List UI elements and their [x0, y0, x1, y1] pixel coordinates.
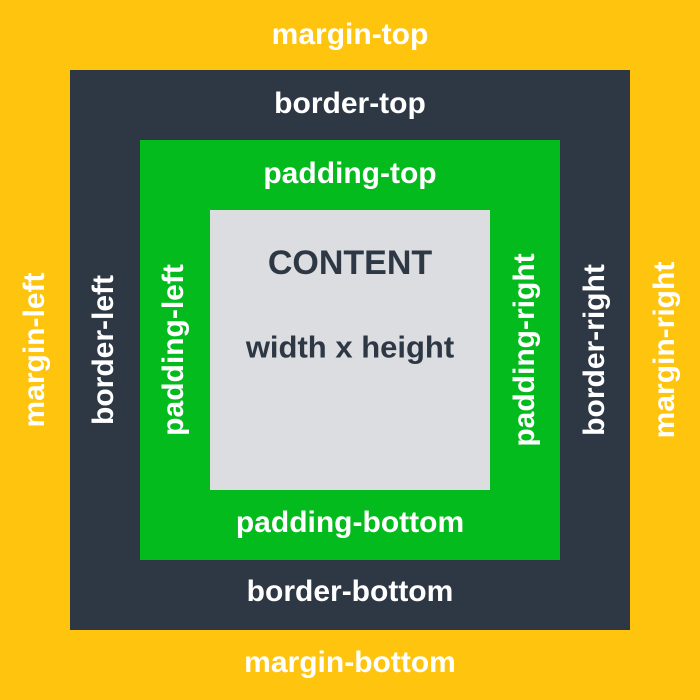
content-box — [210, 210, 490, 490]
margin-bottom-label: margin-bottom — [244, 646, 456, 679]
border-bottom-label: border-bottom — [246, 575, 454, 608]
content-title: CONTENT — [267, 244, 433, 282]
margin-left-label: margin-left — [18, 272, 51, 428]
padding-box — [140, 140, 560, 560]
padding-left-label: padding-left — [157, 264, 190, 436]
margin-right-label: margin-right — [648, 261, 681, 439]
border-left-label: border-left — [87, 275, 120, 425]
border-box — [70, 70, 630, 630]
border-top-label: border-top — [274, 87, 426, 120]
padding-top-label: padding-top — [263, 157, 437, 190]
border-right-label: border-right — [578, 264, 611, 436]
padding-right-label: padding-right — [508, 253, 541, 447]
margin-top-label: margin-top — [271, 18, 429, 51]
padding-bottom-label: padding-bottom — [235, 506, 465, 539]
content-dimensions-label: width x height — [245, 329, 455, 365]
